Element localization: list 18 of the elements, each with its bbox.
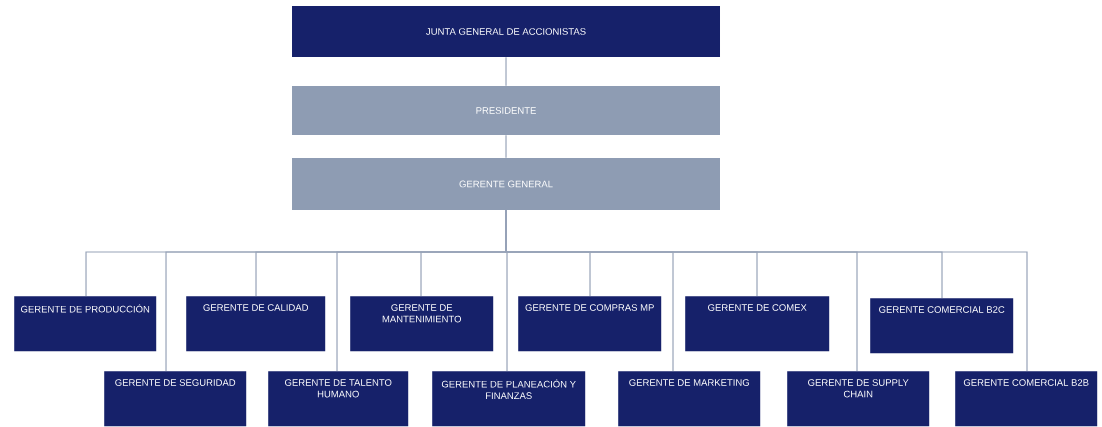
org-box: GERENTE DE MANTENIMIENTO [350,296,494,352]
connector-line [505,56,507,87]
connector-line [505,134,507,159]
org-box: JUNTA GENERAL DE ACCIONISTAS [292,6,720,57]
org-box: GERENTE DE TALENTO HUMANO [268,371,409,427]
org-box: GERENTE COMERCIAL B2B [955,371,1098,427]
org-box: GERENTE DE COMPRAS MP [518,296,662,352]
org-box: GERENTE COMERCIAL B2C [870,298,1014,354]
org-box: GERENTE DE SEGURIDAD [104,371,247,427]
org-box: PRESIDENTE [292,86,720,135]
org-box: GERENTE DE MARKETING [618,371,761,427]
org-box: GERENTE DE SUPPLY CHAIN [787,371,930,427]
org-box: GERENTE DE COMEX [685,296,830,352]
connector-line [505,209,1028,372]
org-box: GERENTE DE PRODUCCIÓN [14,296,157,352]
org-box: GERENTE GENERAL [292,158,720,210]
org-box: GERENTE DE PLANEACIÓN Y FINANZAS [432,371,586,427]
org-box: GERENTE DE CALIDAD [186,296,326,352]
